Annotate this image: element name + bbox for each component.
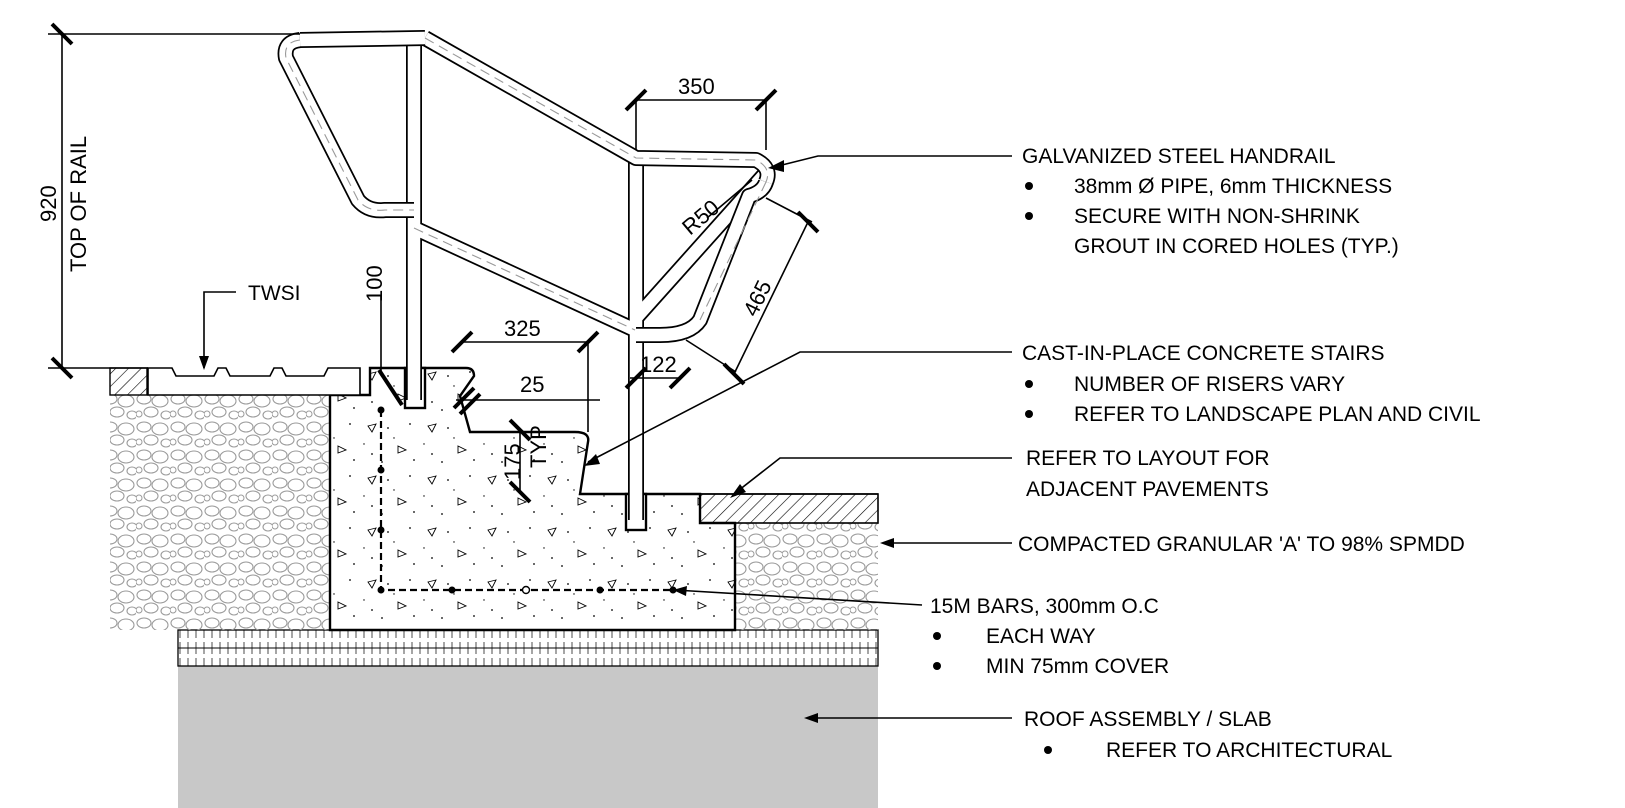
leader-handrail (768, 155, 1012, 172)
dim-350-text: 350 (678, 74, 715, 99)
handrail-item-1: 38mm Ø PIPE, 6mm THICKNESS (1074, 175, 1392, 198)
dim-typ-text: TYP (526, 425, 551, 468)
twsi-label: TWSI (248, 282, 301, 305)
roof-slab (178, 666, 878, 808)
handrail-title: GALVANIZED STEEL HANDRAIL (1022, 145, 1336, 168)
dim-325 (450, 330, 600, 432)
handrail-item-3: GROUT IN CORED HOLES (TYP.) (1074, 235, 1399, 258)
dim-top-of-rail-text: TOP OF RAIL (66, 136, 91, 272)
callout-stairs: CAST-IN-PLACE CONCRETE STAIRS NUMBER OF … (1022, 342, 1481, 426)
dim-325-text: 325 (504, 316, 541, 341)
pavement-line-2: ADJACENT PAVEMENTS (1026, 478, 1269, 501)
leader-granular (880, 538, 1012, 548)
stairs-title: CAST-IN-PLACE CONCRETE STAIRS (1022, 342, 1385, 365)
handrail (277, 30, 776, 520)
granular-title: COMPACTED GRANULAR 'A' TO 98% SPMDD (1018, 533, 1465, 556)
stairs-item-1: NUMBER OF RISERS VARY (1074, 373, 1345, 396)
callout-pavement: REFER TO LAYOUT FOR ADJACENT PAVEMENTS (1026, 447, 1270, 501)
dim-920-top-of-rail (48, 22, 300, 380)
hatch-left-edge (109, 367, 148, 396)
bars-title: 15M BARS, 300mm O.C (930, 595, 1159, 618)
leader-roof (804, 713, 1012, 723)
twsi-leader (199, 291, 236, 370)
dim-122-text: 122 (640, 352, 677, 377)
dim-25 (452, 386, 600, 416)
handrail-item-2: SECURE WITH NON-SHRINK (1074, 205, 1360, 228)
granular-fill-right (735, 523, 878, 630)
dim-465-text: 465 (738, 276, 777, 320)
leader-bars (673, 586, 923, 606)
dim-175-text: 175 (500, 443, 525, 480)
leader-pavement (730, 457, 1012, 498)
callout-handrail: GALVANIZED STEEL HANDRAIL 38mm Ø PIPE, 6… (1022, 145, 1399, 258)
callout-roof: ROOF ASSEMBLY / SLAB REFER TO ARCHITECTU… (1024, 708, 1392, 762)
bars-item-1: EACH WAY (986, 625, 1096, 648)
leader-stairs (584, 351, 1012, 466)
roof-title: ROOF ASSEMBLY / SLAB (1024, 708, 1272, 731)
dim-350 (624, 88, 778, 150)
dim-100-text: 100 (362, 265, 387, 302)
dim-100-post (377, 295, 404, 407)
dim-920-text: 920 (36, 185, 61, 222)
adjacent-pavement (699, 493, 879, 524)
stairs-item-2: REFER TO LANDSCAPE PLAN AND CIVIL (1074, 403, 1481, 426)
dim-122 (624, 366, 692, 390)
roof-item-1: REFER TO ARCHITECTURAL (1106, 739, 1392, 762)
rebar (377, 406, 677, 595)
roof-membrane (177, 629, 879, 667)
bars-item-2: MIN 75mm COVER (986, 655, 1169, 678)
dim-175 (508, 418, 532, 504)
dim-465 (685, 197, 820, 386)
callout-bars: 15M BARS, 300mm O.C EACH WAY MIN 75mm CO… (930, 595, 1169, 678)
pavement-line-1: REFER TO LAYOUT FOR (1026, 447, 1270, 470)
dim-25-text: 25 (520, 372, 544, 397)
twsi-plate (147, 367, 361, 396)
granular-fill-left (110, 395, 330, 630)
